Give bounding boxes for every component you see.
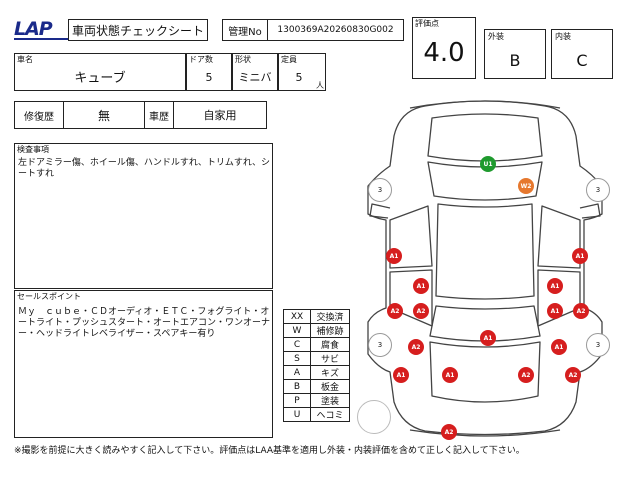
rear-window xyxy=(429,305,541,342)
inspection-label: 検査事項 xyxy=(17,145,49,154)
damage-mark: W2 xyxy=(518,178,534,194)
vehicle-name-label: 車名 xyxy=(17,55,33,64)
wheel-marker: 3 xyxy=(368,333,392,357)
right-mirror xyxy=(579,203,601,219)
damage-mark: A2 xyxy=(408,339,424,355)
rear-bumper xyxy=(409,429,561,437)
wheel-marker: 3 xyxy=(586,333,610,357)
legend-meaning: ヘコミ xyxy=(310,407,350,422)
sheet-title: 車両状態チェックシート xyxy=(68,19,208,41)
vehicle-name-cell: 車名 キューブ xyxy=(14,53,186,91)
logo-underline xyxy=(14,38,68,40)
mgmt-label: 管理No xyxy=(222,19,268,41)
footer-note: ※撮影を前提に大きく読みやすく記入して下さい。評価点はLAA基準を適用し外装・内… xyxy=(14,446,525,456)
damage-mark: A1 xyxy=(386,248,402,264)
damage-mark: A1 xyxy=(413,278,429,294)
damage-mark: A1 xyxy=(442,367,458,383)
legend-code: U xyxy=(283,407,311,422)
score-box: 評価点 4.0 xyxy=(412,17,476,79)
car-diagram xyxy=(367,100,603,437)
interior-box: 内装 C xyxy=(551,29,613,79)
hood xyxy=(427,113,543,162)
capacity-label: 定員 xyxy=(281,55,297,64)
legend-code: P xyxy=(283,393,311,408)
damage-mark: A2 xyxy=(387,303,403,319)
usage-value: 自家用 xyxy=(173,101,267,129)
legend-code: W xyxy=(283,323,311,338)
damage-mark: U1 xyxy=(480,156,496,172)
damage-mark: A1 xyxy=(480,330,496,346)
inspection-text: 左ドアミラー傷、ホイール傷、ハンドルすれ、トリムすれ、シートすれ xyxy=(18,158,271,179)
exterior-box: 外装 B xyxy=(484,29,546,79)
legend-code: B xyxy=(283,379,311,394)
wheel-marker: 3 xyxy=(586,178,610,202)
capacity-value: 5 xyxy=(295,70,303,84)
vehicle-name: キューブ xyxy=(74,70,126,86)
score-value: 4.0 xyxy=(423,38,465,68)
roof xyxy=(435,203,535,300)
legend-code: XX xyxy=(283,309,311,324)
capacity-cell: 定員 5 人 xyxy=(278,53,326,91)
damage-mark: A1 xyxy=(551,339,567,355)
damage-mark: A2 xyxy=(565,367,581,383)
shape-label: 形状 xyxy=(235,55,251,64)
doors-value: 5 xyxy=(205,70,213,84)
sales-text: Ｍｙ ｃｕｂｅ・ＣＤオーディオ・ＥＴＣ・フォグライト・オートライト・プッシュスタ… xyxy=(18,307,271,339)
damage-mark: A2 xyxy=(518,367,534,383)
stamp-circle xyxy=(357,400,391,434)
damage-mark: A1 xyxy=(393,367,409,383)
damage-mark: A1 xyxy=(547,303,563,319)
trunk xyxy=(429,341,541,403)
repair-label: 修復歴 xyxy=(14,101,64,129)
right-door-rear xyxy=(537,269,581,327)
wheel-marker: 3 xyxy=(368,178,392,202)
exterior-label: 外装 xyxy=(488,32,504,41)
doors-label: ドア数 xyxy=(189,55,213,64)
shape-value: ミニバ xyxy=(238,71,272,84)
logo: LAP xyxy=(14,18,53,40)
score-label: 評価点 xyxy=(415,19,439,28)
capacity-unit: 人 xyxy=(316,81,324,90)
left-mirror xyxy=(369,203,391,219)
repair-value: 無 xyxy=(63,101,145,129)
shape-cell: 形状 ミニバ xyxy=(232,53,278,91)
exterior-value: B xyxy=(509,50,521,70)
usage-label: 車歴 xyxy=(144,101,174,129)
damage-mark: A1 xyxy=(547,278,563,294)
legend-code: A xyxy=(283,365,311,380)
legend-code: S xyxy=(283,351,311,366)
doors-cell: ドア数 5 xyxy=(186,53,232,91)
inspection-box: 検査事項 左ドアミラー傷、ホイール傷、ハンドルすれ、トリムすれ、シートすれ xyxy=(14,143,273,289)
left-door-rear xyxy=(389,269,433,327)
interior-label: 内装 xyxy=(555,32,571,41)
interior-value: C xyxy=(576,50,588,70)
damage-mark: A2 xyxy=(573,303,589,319)
damage-mark: A1 xyxy=(572,248,588,264)
damage-mark: A2 xyxy=(413,303,429,319)
mgmt-no: 1300369A20260830G002 xyxy=(267,19,404,41)
windshield xyxy=(427,161,543,201)
sales-box: セールスポイント Ｍｙ ｃｕｂｅ・ＣＤオーディオ・ＥＴＣ・フォグライト・オートラ… xyxy=(14,290,273,438)
front-bumper xyxy=(409,100,561,109)
sales-label: セールスポイント xyxy=(17,292,81,301)
legend-code: C xyxy=(283,337,311,352)
damage-mark: A2 xyxy=(441,424,457,440)
